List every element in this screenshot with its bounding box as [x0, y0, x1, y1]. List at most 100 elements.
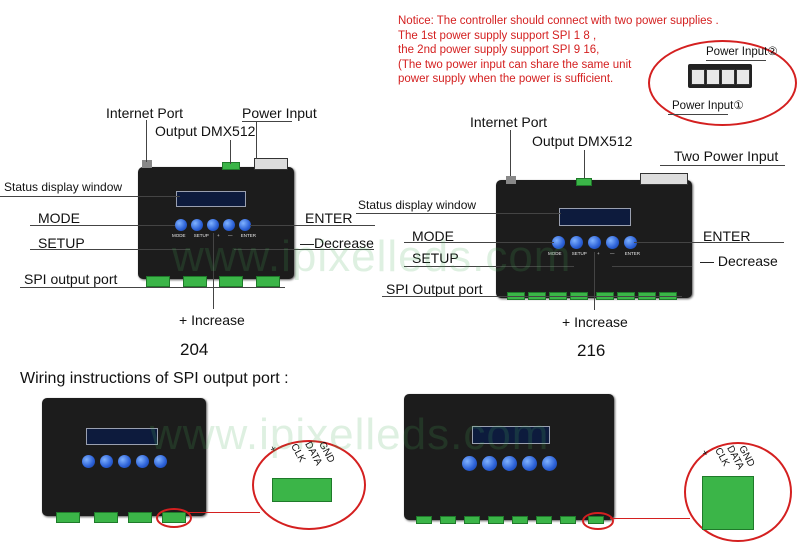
enter-label: ENTER: [703, 228, 751, 244]
internet-port-label: Internet Port: [470, 114, 548, 130]
button-label: —: [609, 251, 615, 256]
setup-label: SETUP: [38, 235, 85, 251]
terminal-label: DC2-: [739, 57, 750, 62]
status-window-label: Status display window: [358, 198, 477, 212]
notice-line: The 1st power supply support SPI 1 8 ,: [398, 29, 597, 42]
enter-label: ENTER: [305, 210, 353, 226]
button-labels-204: MODE SETUP + — ENTER: [172, 233, 256, 238]
wiring-title: Wiring instructions of SPI output port :: [20, 370, 289, 387]
power-terminal-block: [688, 64, 752, 88]
setup-label: SETUP: [412, 250, 459, 266]
enter-button[interactable]: [154, 455, 167, 468]
enter-button[interactable]: [239, 219, 251, 231]
increase-label: + Increase: [562, 314, 628, 330]
spi-port: [94, 512, 118, 523]
mode-label: MODE: [412, 228, 454, 244]
spi-port: [416, 516, 432, 524]
increase-label: + Increase: [179, 312, 245, 328]
ethernet-port: [142, 160, 152, 168]
power-terminal: [640, 173, 688, 185]
mode-label: MODE: [38, 210, 80, 226]
notice-line: power supply when the power is sufficien…: [398, 73, 614, 85]
connector-block: [702, 476, 754, 530]
terminal: [691, 69, 705, 85]
terminal-label: DC2+: [722, 57, 734, 62]
terminal-label: DC1+: [706, 57, 718, 62]
power-input-2-label: Power Input②: [706, 46, 778, 58]
button-label: SETUP: [571, 251, 587, 256]
spi-port: [512, 516, 528, 524]
status-display-216: [559, 208, 631, 226]
setup-button[interactable]: [100, 455, 113, 468]
dmx-port: [576, 178, 592, 186]
port-highlight: [156, 508, 192, 528]
setup-button[interactable]: [482, 456, 497, 471]
output-dmx-label: Output DMX512: [155, 123, 256, 139]
watermark: www.ipixelleds.com: [172, 232, 572, 281]
mode-button[interactable]: [462, 456, 477, 471]
spi-output-label: SPI output port: [24, 271, 118, 287]
watermark: www.ipixelleds.com: [150, 410, 550, 459]
button-label: +: [597, 251, 600, 256]
button-label: SETUP: [193, 233, 209, 238]
decrease-button[interactable]: [606, 236, 619, 249]
model-216-label: 216: [577, 341, 606, 360]
decrease-label: — Decrease: [700, 253, 778, 269]
increase-button[interactable]: [502, 456, 517, 471]
button-label: —: [227, 233, 233, 238]
spi-port: [488, 516, 504, 524]
spi-port: [560, 516, 576, 524]
mode-button[interactable]: [552, 236, 565, 249]
notice-line: the 2nd power supply support SPI 9 16,: [398, 44, 600, 56]
setup-button[interactable]: [191, 219, 203, 231]
spi-port: [128, 512, 152, 523]
terminal-labels: DC1- DC1+ DC2+ DC2-: [690, 57, 749, 62]
model-204-label: 204: [180, 340, 209, 359]
button-label: MODE: [172, 233, 186, 238]
dmx-port: [222, 162, 240, 170]
two-power-input-label: Two Power Input: [674, 148, 779, 164]
spi-port: [256, 276, 280, 287]
internet-port-label: Internet Port: [106, 105, 184, 121]
decrease-label: —Decrease: [300, 235, 374, 251]
status-window-label: Status display window: [4, 180, 123, 194]
spi-port: [56, 512, 80, 523]
power-input-label: Power Input: [242, 105, 317, 121]
spi-port: [183, 276, 207, 287]
notice-line: Notice: The controller should connect wi…: [398, 15, 719, 27]
port-highlight: [582, 512, 614, 530]
button-label: ENTER: [624, 251, 640, 256]
enter-button[interactable]: [542, 456, 557, 471]
terminal: [721, 69, 735, 85]
power-notice: Notice: The controller should connect wi…: [398, 14, 719, 87]
setup-button[interactable]: [570, 236, 583, 249]
increase-button[interactable]: [207, 219, 219, 231]
spi-port: [440, 516, 456, 524]
spi-port: [536, 516, 552, 524]
spi-port: [146, 276, 170, 287]
increase-button[interactable]: [588, 236, 601, 249]
status-display: [86, 428, 158, 445]
output-dmx-label: Output DMX512: [532, 133, 633, 149]
button-label: +: [217, 233, 220, 238]
decrease-button[interactable]: [522, 456, 537, 471]
button-labels-216: MODE SETUP + — ENTER: [548, 251, 640, 256]
enter-button[interactable]: [624, 236, 637, 249]
spi-port: [219, 276, 243, 287]
button-label: ENTER: [240, 233, 256, 238]
connector-block: [272, 478, 332, 502]
power-input-1-label: Power Input①: [672, 100, 744, 112]
spi-port: [464, 516, 480, 524]
decrease-button[interactable]: [136, 455, 149, 468]
increase-button[interactable]: [118, 455, 131, 468]
button-label: MODE: [548, 251, 562, 256]
decrease-button[interactable]: [223, 219, 235, 231]
terminal: [706, 69, 720, 85]
status-display: [472, 426, 550, 444]
spi-output-label: SPI Output port: [386, 281, 483, 297]
mode-button[interactable]: [82, 455, 95, 468]
mode-button[interactable]: [175, 219, 187, 231]
notice-line: (The two power input can share the same …: [398, 58, 632, 71]
status-display-204: [176, 191, 246, 207]
terminal-label: DC1-: [690, 57, 701, 62]
